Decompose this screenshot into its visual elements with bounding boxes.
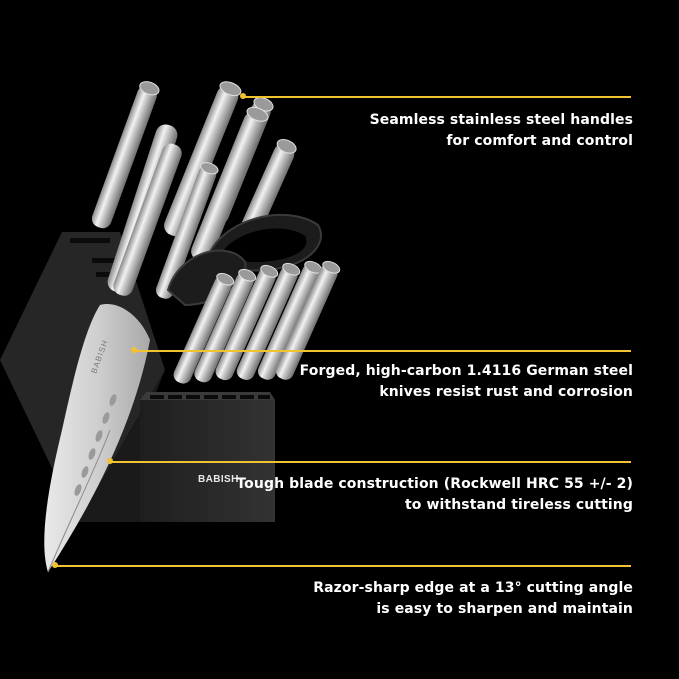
feature-steel-line1: Forged, high-carbon 1.4116 German steel <box>299 363 633 379</box>
callout-dot-construction <box>107 458 113 464</box>
feature-handles-line2: for comfort and control <box>446 133 633 149</box>
feature-steel: Forged, high-carbon 1.4116 German steel … <box>300 361 633 403</box>
feature-steel-line2: knives resist rust and corrosion <box>379 384 633 400</box>
callout-dot-steel <box>131 347 137 353</box>
feature-edge-line1: Razor-sharp edge at a 13° cutting angle <box>313 580 633 596</box>
callout-dot-handles <box>240 93 246 99</box>
feature-construction: Tough blade construction (Rockwell HRC 5… <box>236 474 633 516</box>
callout-dot-edge <box>52 562 58 568</box>
callout-line-steel <box>134 350 631 352</box>
callout-line-construction <box>110 461 631 463</box>
feature-edge-line2: is easy to sharpen and maintain <box>376 601 633 617</box>
feature-construction-line2: to withstand tireless cutting <box>405 497 633 513</box>
block-brand-logo: BABISH <box>198 474 239 485</box>
feature-handles-line1: Seamless stainless steel handles <box>369 112 633 128</box>
feature-handles: Seamless stainless steel handles for com… <box>370 110 633 152</box>
callout-line-edge <box>55 565 631 567</box>
feature-construction-line1: Tough blade construction (Rockwell HRC 5… <box>236 476 633 492</box>
santoku-knife <box>44 143 182 573</box>
feature-edge: Razor-sharp edge at a 13° cutting angle … <box>313 578 633 620</box>
callout-line-handles <box>243 96 631 98</box>
